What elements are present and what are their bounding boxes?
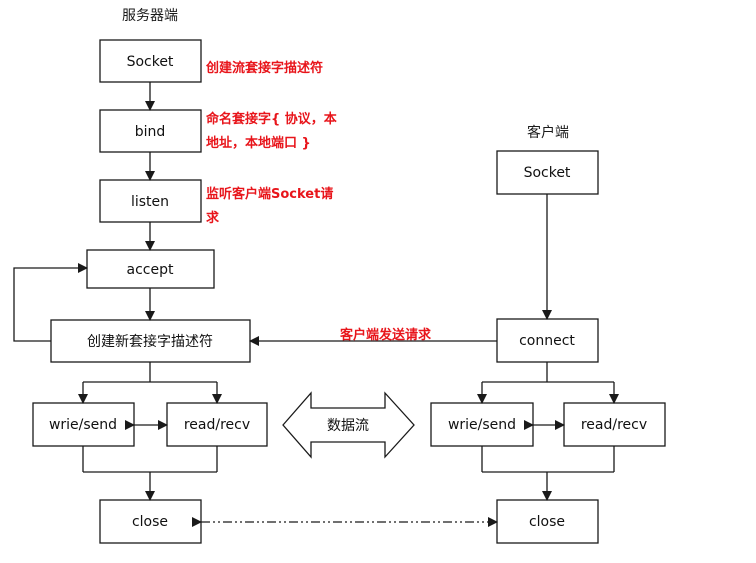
connect-label: connect: [519, 333, 575, 349]
server-close-box: [99, 499, 202, 544]
note-socket: 创建流套接字描述符: [205, 60, 323, 76]
data-flow-arrow: [282, 391, 415, 459]
note-request: 客户端发送请求: [340, 327, 432, 343]
server-close-label: close: [132, 514, 168, 530]
bind-box: [99, 109, 202, 153]
server-socket-label: Socket: [127, 54, 174, 70]
accept-box: [86, 249, 215, 289]
note-bind-line2: 地址，本地端口 }: [206, 135, 311, 151]
server-write-box: [32, 402, 135, 447]
client-write-label: wrie/send: [448, 417, 516, 433]
client-socket-label: Socket: [524, 165, 571, 181]
client-close-box: [496, 499, 599, 544]
new-socket-label: 创建新套接字描述符: [87, 333, 213, 350]
client-header: 客户端: [527, 124, 569, 141]
note-listen-line1: 监听客户端Socket请: [206, 186, 333, 202]
server-header: 服务器端: [122, 8, 178, 24]
server-read-label: read/recv: [184, 417, 250, 433]
client-close-label: close: [529, 514, 565, 530]
data-flow-label: 数据流: [327, 418, 369, 434]
listen-label: listen: [131, 194, 169, 210]
server-write-label: wrie/send: [49, 417, 117, 433]
loop-back-arrow: [13, 263, 88, 342]
bind-label: bind: [135, 124, 166, 140]
note-bind-line1: 命名套接字{ 协议，本: [205, 111, 337, 127]
server-socket-box: [99, 39, 202, 83]
note-listen-line2: 求: [206, 210, 220, 226]
client-read-label: read/recv: [581, 417, 647, 433]
client-read-box: [563, 402, 666, 447]
connect-box: [496, 318, 599, 363]
accept-label: accept: [127, 262, 174, 278]
